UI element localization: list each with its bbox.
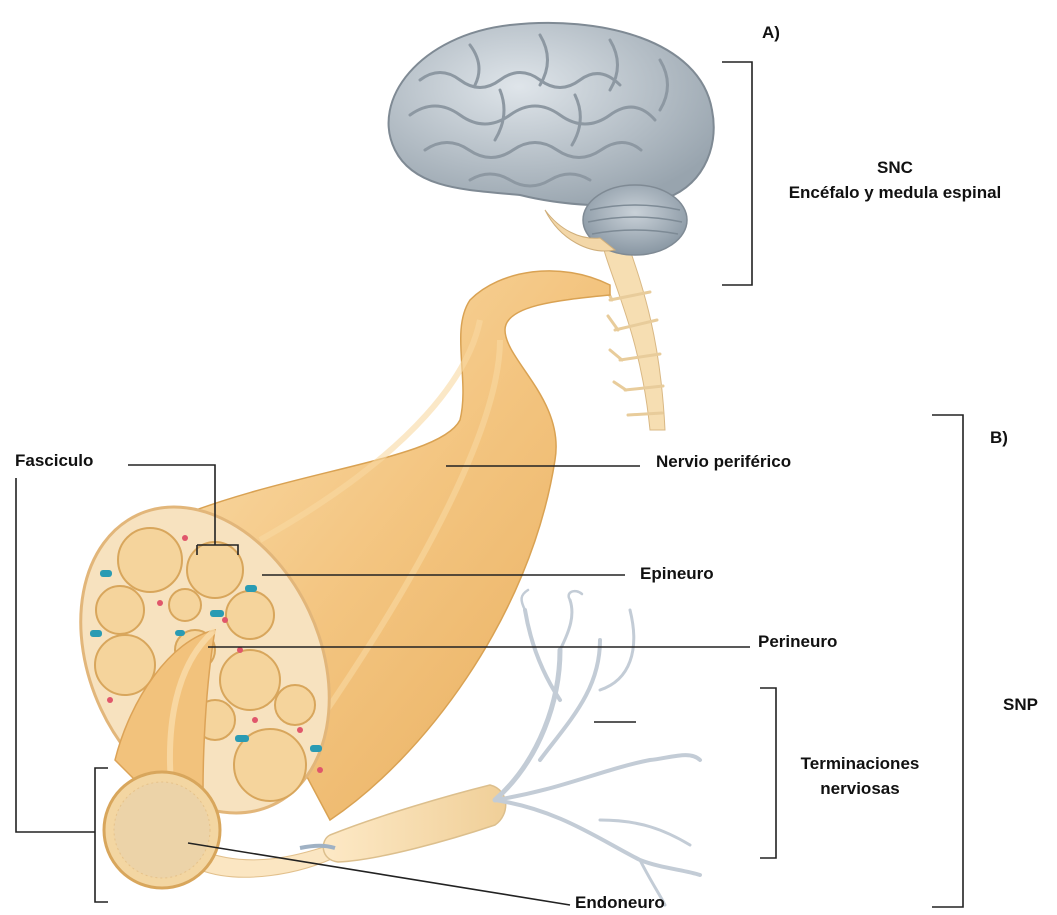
fascicle-end (104, 772, 220, 888)
section-b-label: B) (990, 428, 1008, 448)
snc-bracket (722, 62, 752, 285)
section-a-label: A) (762, 23, 780, 43)
nerve-endings (495, 590, 700, 905)
nervio-periferico-label: Nervio periférico (656, 452, 791, 472)
terminaciones-label-2: nerviosas (780, 779, 940, 799)
brain (389, 23, 714, 255)
perineuro-label: Perineuro (758, 632, 837, 652)
terminaciones-bracket (760, 688, 776, 858)
terminaciones-label-1: Terminaciones (780, 754, 940, 774)
snc-subtitle: Encéfalo y medula espinal (770, 183, 1020, 203)
endoneuro-label: Endoneuro (575, 893, 665, 913)
epineuro-label: Epineuro (640, 564, 714, 584)
spinal-cord (600, 235, 665, 430)
fasciculo-label: Fasciculo (15, 451, 93, 471)
snc-title: SNC (820, 158, 970, 178)
snp-bracket (932, 415, 963, 907)
snp-label: SNP (1003, 695, 1038, 715)
